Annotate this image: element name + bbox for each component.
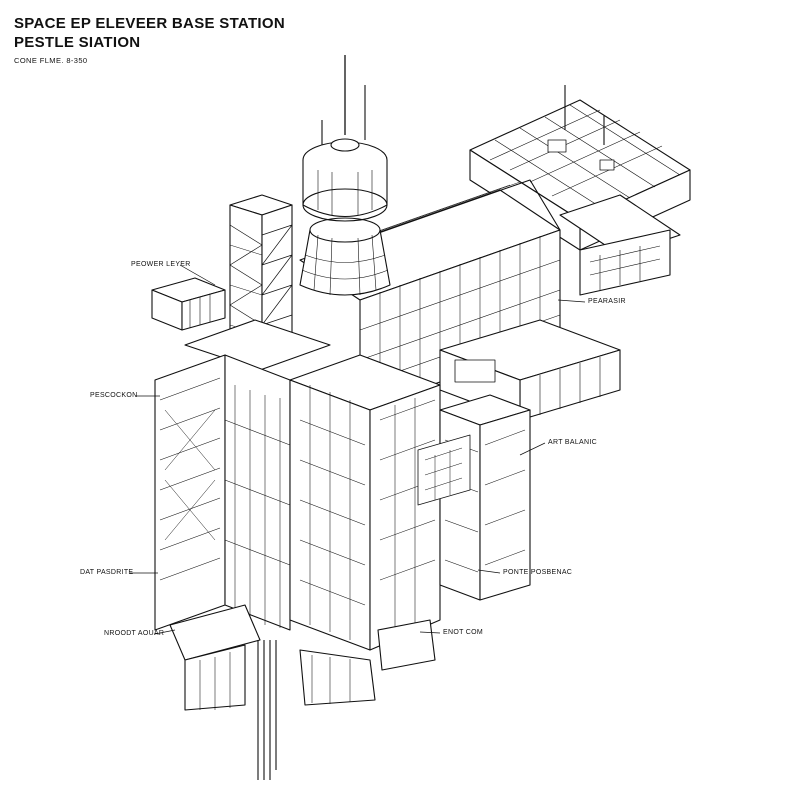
drawing-subtitle: PESTLE SIATION xyxy=(14,34,141,51)
callout-leaders xyxy=(130,264,586,635)
callout-power-layer: PEOWER LEYER xyxy=(131,261,191,268)
right-mid-stack xyxy=(417,394,531,601)
lattice-tower xyxy=(229,194,293,351)
callout-pearasir: PEARASIR xyxy=(588,298,626,305)
drawing-code: CONE FLME. 8-350 xyxy=(14,56,88,65)
central-body xyxy=(289,354,441,651)
callout-nroodt-aouar: NROODT AOUAR xyxy=(104,630,165,637)
main-left-block xyxy=(154,319,331,631)
callout-ponte-posbenac: PONTE POSBENAC xyxy=(503,569,573,576)
callout-dat-pasdrite: DAT PASDRITE xyxy=(80,569,134,576)
drawing-title: SPACE EP ELEVEER BASE STATION xyxy=(14,15,285,32)
callout-art-balanic: ART BALANIC xyxy=(548,439,597,446)
lower-feet xyxy=(169,604,436,780)
dome-tower xyxy=(299,55,391,296)
callout-enot-com: ENOT COM xyxy=(443,629,483,636)
callout-pescockon: PESCOCKON xyxy=(90,392,138,399)
title-block: SPACE EP ELEVEER BASE STATION PESTLE SIA… xyxy=(14,14,285,65)
right-side-arm xyxy=(559,194,681,296)
left-small-module xyxy=(151,277,226,331)
